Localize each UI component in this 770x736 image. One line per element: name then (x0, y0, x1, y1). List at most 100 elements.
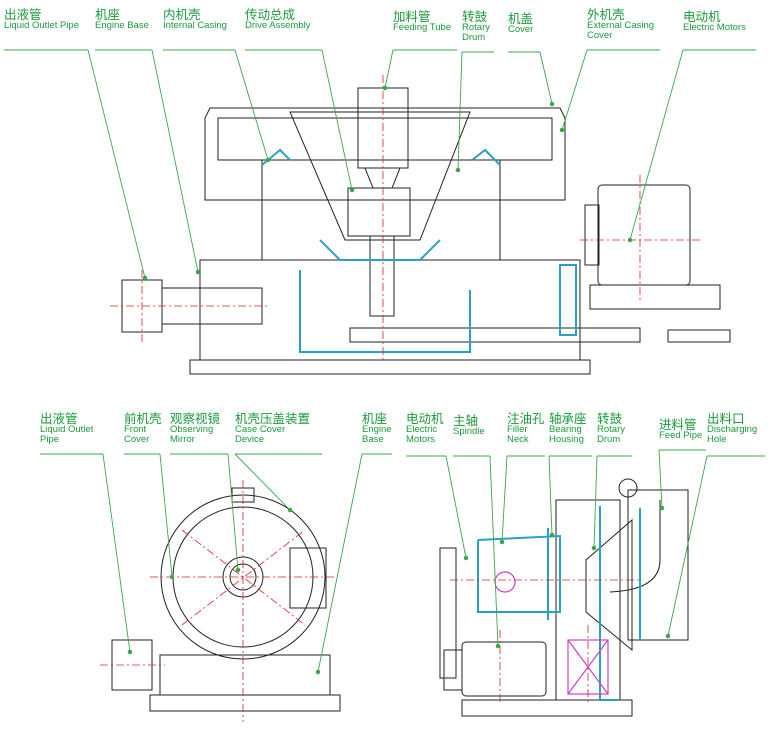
leader-tip-feeding-tube (382, 85, 388, 91)
bottom-right-casing-highlight (477, 506, 641, 701)
rotary-drum-shape (289, 111, 471, 241)
label-en-liquid-outlet-pipe-2: Pipe (40, 434, 60, 446)
leader-external-casing-cover (561, 49, 588, 131)
leader-engine-base (151, 49, 199, 273)
leader-tip-rotary-drum-2 (591, 545, 597, 551)
top-centerlines (110, 75, 700, 360)
leader-front-cover (159, 453, 173, 578)
leader-tip-rotary-drum (455, 167, 461, 173)
label-en-observing-mirror: Mirror (170, 434, 195, 446)
end-view-base (159, 654, 331, 696)
label-en-rotary-drum-2: Drum (597, 434, 621, 446)
label-en-engine-base-2: Base (362, 434, 384, 446)
label-zh-discharging-hole: 出料口 (707, 411, 745, 426)
leader-engine-base-2 (317, 453, 363, 673)
end-view-foot (149, 694, 341, 712)
label-en-electric-motors-2: Motors (406, 434, 436, 446)
leader-filler-neck (501, 455, 508, 543)
leader-tip-case-cover-device (287, 507, 293, 513)
label-zh-filler-neck: 注油孔 (507, 411, 545, 426)
motor-base (589, 284, 721, 310)
leader-tip-electric-motors-2 (463, 555, 469, 561)
leader-tip-external-casing-cover (559, 127, 565, 133)
label-zh-drive-assembly: 传动总成 (245, 7, 296, 22)
case-cover-lug (289, 547, 327, 609)
leader-tip-drive-assembly (349, 187, 355, 193)
side-lifting-eye (618, 478, 638, 498)
label-en-feed-pipe: Feed Pipe (659, 430, 703, 442)
leader-discharging-hole (667, 455, 708, 637)
leader-tip-bearing-housing (549, 532, 555, 538)
leader-lines (4, 49, 765, 675)
side-base (461, 699, 633, 717)
label-en-electric-motors-2: Electric (406, 424, 438, 436)
leader-tip-engine-base-2 (315, 669, 321, 675)
external-casing-outline (204, 107, 566, 201)
label-en-rotary-drum: Drum (462, 32, 486, 44)
label-zh-liquid-outlet-pipe: 出液管 (4, 7, 42, 22)
label-en-liquid-outlet-pipe-2: Liquid Outlet (40, 424, 94, 436)
label-en-electric-motors: Electric Motors (683, 22, 746, 34)
label-zh-spindle: 主轴 (453, 413, 479, 428)
side-front-plate (627, 489, 689, 641)
leader-cover (539, 51, 553, 105)
leader-tip-liquid-outlet-pipe (142, 275, 148, 281)
label-zh-rotary-drum: 转鼓 (462, 9, 488, 24)
label-en-internal-casing: Internal Casing (163, 20, 227, 32)
pulley-shape (349, 327, 641, 343)
internal-casing-right (470, 160, 501, 261)
label-en-observing-mirror: Observing (170, 424, 214, 436)
label-en-bearing-housing: Housing (549, 434, 584, 446)
side-motor-fan (443, 649, 463, 691)
leader-feed-pipe (658, 449, 663, 509)
bottom-right-magenta (494, 571, 609, 695)
label-zh-feeding-tube: 加料管 (393, 9, 431, 24)
label-en-drive-assembly: Drive Assembly (245, 20, 311, 32)
leader-tip-front-cover (169, 574, 175, 580)
label-en-engine-base-2: Engine (362, 424, 392, 436)
label-en-case-cover-device: Case Cover (235, 424, 286, 436)
base-plate (189, 359, 591, 375)
label-zh-liquid-outlet-pipe-2: 出液管 (40, 411, 78, 426)
side-motor (461, 641, 547, 697)
drive-assembly-shape (347, 187, 411, 237)
leader-tip-internal-casing (265, 157, 271, 163)
leader-tip-observing-mirror (235, 567, 241, 573)
label-en-filler-neck: Neck (507, 434, 529, 446)
motor-fan (584, 204, 600, 266)
leader-tip-electric-motors (627, 237, 633, 243)
label-en-external-casing-cover: Cover (587, 30, 613, 42)
label-en-rotary-drum-2: Rotary (597, 424, 625, 436)
side-pulley (439, 547, 457, 679)
label-zh-case-cover-device: 机壳压盖装置 (235, 411, 311, 426)
leader-bearing-housing (548, 455, 553, 536)
label-en-case-cover-device: Device (235, 434, 265, 446)
side-rotary-drum (585, 518, 633, 652)
label-en-engine-base: Engine Base (95, 20, 149, 32)
bottom-left-centerlines (100, 480, 335, 722)
leader-rotary-drum-2 (593, 455, 598, 549)
leader-internal-casing (234, 49, 269, 161)
leader-tip-engine-base (195, 269, 201, 275)
bottom-left-end-view (111, 487, 341, 712)
label-zh-front-cover: 前机壳 (124, 411, 162, 426)
label-zh-engine-base-2: 机座 (362, 411, 388, 426)
label-en-external-casing-cover: External Casing (587, 20, 655, 32)
